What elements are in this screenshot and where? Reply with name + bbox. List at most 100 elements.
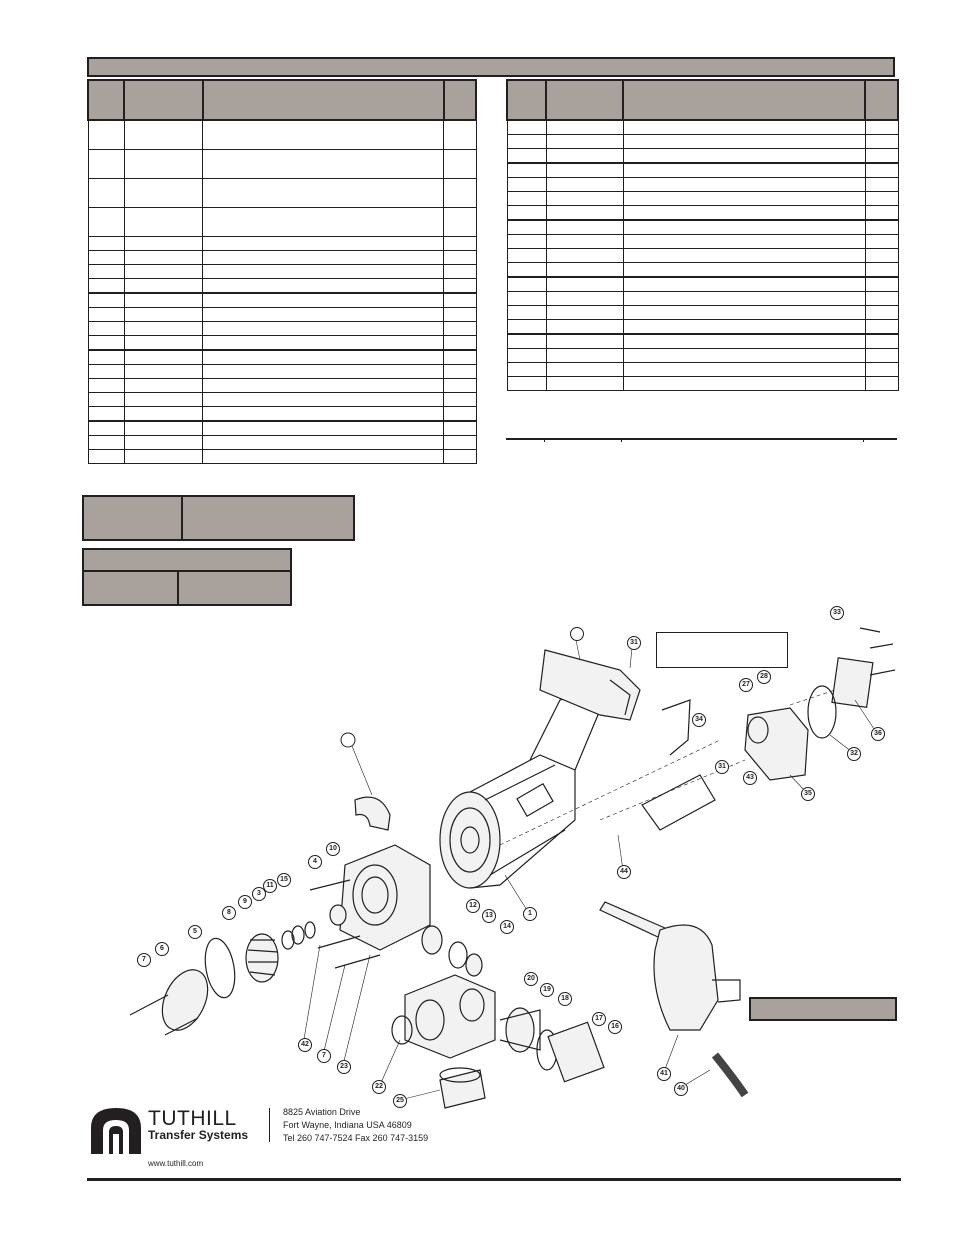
table-row xyxy=(506,219,899,235)
phone-fax: Tel 260 747-7524 Fax 260 747-3159 xyxy=(283,1133,429,1143)
callout-17: 17 xyxy=(592,1012,606,1026)
table-row xyxy=(87,278,477,294)
callout-34: 34 xyxy=(692,713,706,727)
callout-35: 35 xyxy=(801,787,815,801)
table-row xyxy=(87,307,477,322)
nozzle-label-box xyxy=(749,997,897,1021)
kit-info-box xyxy=(82,495,355,541)
callout-23: 23 xyxy=(337,1060,351,1074)
nozzle-42 xyxy=(599,901,741,1031)
table-row xyxy=(87,119,477,150)
parts-table-right xyxy=(506,79,899,391)
callout-20: 20 xyxy=(524,972,538,986)
table-row xyxy=(87,392,477,407)
callout-18: 18 xyxy=(558,992,572,1006)
callout-42: 41 xyxy=(657,1067,671,1081)
callout-38: 40 xyxy=(674,1082,688,1096)
callout-32: 32 xyxy=(847,747,861,761)
seal-kit-box xyxy=(82,548,292,606)
table-row xyxy=(87,378,477,393)
parts-list-banner xyxy=(87,57,895,77)
table-row xyxy=(506,148,899,164)
callout-9: 9 xyxy=(238,895,252,909)
callout-41 xyxy=(570,627,584,641)
table-row xyxy=(506,134,899,149)
address-line-2: Fort Wayne, Indiana USA 46809 xyxy=(283,1120,412,1130)
company-subname: Transfer Systems xyxy=(148,1128,249,1142)
table-row xyxy=(506,276,899,292)
callout-7b: 7 xyxy=(317,1049,331,1063)
seal-kit-divider xyxy=(177,572,179,604)
website-link[interactable]: www.tuthill.com xyxy=(148,1159,204,1168)
callout-22: 22 xyxy=(372,1080,386,1094)
tuthill-logo-icon xyxy=(91,1108,141,1154)
table-row xyxy=(87,236,477,251)
table-divider xyxy=(506,438,897,440)
table-row xyxy=(506,333,899,349)
callout-19: 19 xyxy=(540,983,554,997)
callout-15: 15 xyxy=(277,873,291,887)
callout-11: 11 xyxy=(263,879,277,893)
table-row xyxy=(87,420,477,436)
table-row xyxy=(87,250,477,265)
table-row xyxy=(506,248,899,263)
kit-info-divider xyxy=(181,497,183,539)
table-row xyxy=(506,262,899,278)
table-header-row xyxy=(86,79,478,121)
impeller-8 xyxy=(245,933,279,983)
table-row xyxy=(87,321,477,336)
table-row xyxy=(87,435,477,450)
table-row xyxy=(506,119,899,135)
table-row xyxy=(506,376,899,391)
table-row xyxy=(87,149,477,179)
table-row xyxy=(506,305,899,320)
motor-label-box xyxy=(656,632,788,668)
table-row xyxy=(87,335,477,351)
callout-6: 6 xyxy=(155,942,169,956)
registered-mark: ® xyxy=(136,1145,141,1151)
parts-table-left xyxy=(86,79,478,464)
table-row xyxy=(506,291,899,306)
address-line-1: 8825 Aviation Drive xyxy=(283,1107,361,1117)
callout-25: 25 xyxy=(393,1094,407,1108)
table-row xyxy=(87,292,477,308)
callout-16: 16 xyxy=(608,1020,622,1034)
table-row xyxy=(506,234,899,249)
table-row xyxy=(506,362,899,377)
table-row xyxy=(87,406,477,422)
table-row xyxy=(87,264,477,279)
table-row xyxy=(506,348,899,363)
callout-44: 44 xyxy=(617,865,631,879)
logo-divider xyxy=(269,1108,270,1142)
table-header-row xyxy=(506,79,899,121)
table-row xyxy=(87,364,477,379)
callout-40: 42 xyxy=(298,1038,312,1052)
table-divider-tick xyxy=(863,438,864,442)
table-row xyxy=(87,207,477,237)
callout-13: 13 xyxy=(482,909,496,923)
callout-10: 10 xyxy=(326,842,340,856)
pump-head xyxy=(339,844,431,951)
callout-8: 8 xyxy=(222,906,236,920)
callout-4: 4 xyxy=(308,855,322,869)
callout-33: 33 xyxy=(830,606,844,620)
seal-kit-rule xyxy=(84,570,290,572)
callout-7: 7 xyxy=(137,953,151,967)
table-row xyxy=(87,178,477,208)
table-row xyxy=(506,177,899,192)
callout-1: 1 xyxy=(523,907,537,921)
callout-43: 43 xyxy=(743,771,757,785)
table-row xyxy=(87,449,477,464)
callout-14: 14 xyxy=(500,920,514,934)
callout-31: 31 xyxy=(627,636,641,650)
callout-12: 12 xyxy=(466,899,480,913)
motor-cover-41 xyxy=(539,649,641,721)
footer-rule xyxy=(87,1178,901,1181)
table-row xyxy=(506,205,899,221)
table-divider-tick xyxy=(544,438,545,442)
table-row xyxy=(87,349,477,365)
callout-31b: 31 xyxy=(715,760,729,774)
motor-assembly xyxy=(439,689,601,889)
table-divider-tick xyxy=(621,438,622,442)
exploded-view-diagram xyxy=(129,627,896,1109)
